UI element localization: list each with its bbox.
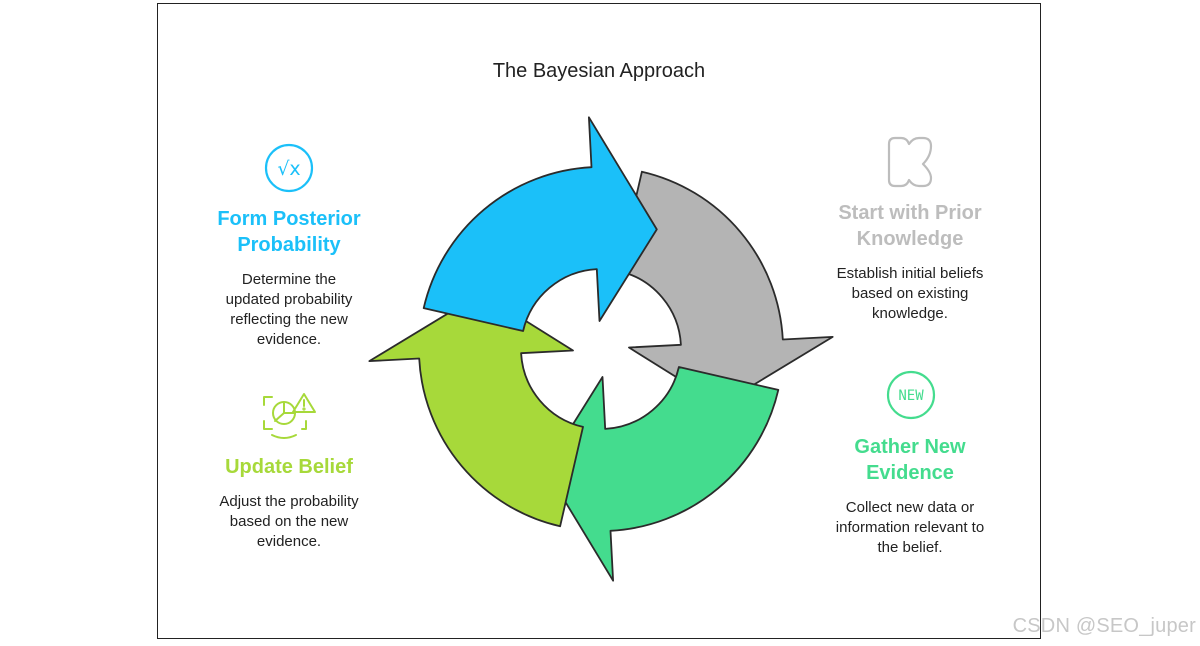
cycle-diagram: [368, 116, 834, 582]
diagram-frame: The Bayesian Approach √x Form Posterior …: [157, 3, 1041, 639]
step-update: Update Belief Adjust the probability bas…: [201, 454, 377, 552]
step-evidence: Gather New Evidence Collect new data or …: [820, 434, 1000, 558]
step-prior-description: Establish initial beliefs based on exist…: [836, 265, 984, 322]
cycle-arrow-prior: [618, 170, 834, 406]
pie-chart-warning-icon: [263, 393, 316, 439]
step-evidence-description: Collect new data or information relevant…: [835, 499, 985, 556]
kite-outline-icon: [887, 136, 933, 188]
new-badge-icon-text: NEW: [898, 388, 924, 404]
step-update-description: Adjust the probability based on the new …: [219, 493, 359, 550]
cycle-arrow-evidence: [544, 366, 780, 582]
step-update-heading: Update Belief: [225, 456, 353, 478]
square-root-icon-text: √x: [277, 158, 300, 180]
cycle-arrow-update: [368, 292, 584, 528]
square-root-icon: √x: [264, 143, 314, 193]
diagram-title: The Bayesian Approach: [492, 60, 706, 82]
step-posterior: Form Posterior Probability Determine the…: [201, 206, 377, 350]
step-evidence-heading: Gather New Evidence: [854, 436, 966, 484]
step-prior: Start with Prior Knowledge Establish ini…: [820, 200, 1000, 324]
step-posterior-description: Determine the updated probability reflec…: [225, 271, 353, 348]
cycle-arrow-posterior: [422, 116, 658, 332]
step-posterior-heading: Form Posterior Probability: [217, 208, 361, 256]
step-prior-heading: Start with Prior Knowledge: [838, 202, 982, 250]
new-badge-icon: NEW: [886, 370, 936, 420]
watermark: CSDN @SEO_juper: [1012, 615, 1196, 637]
